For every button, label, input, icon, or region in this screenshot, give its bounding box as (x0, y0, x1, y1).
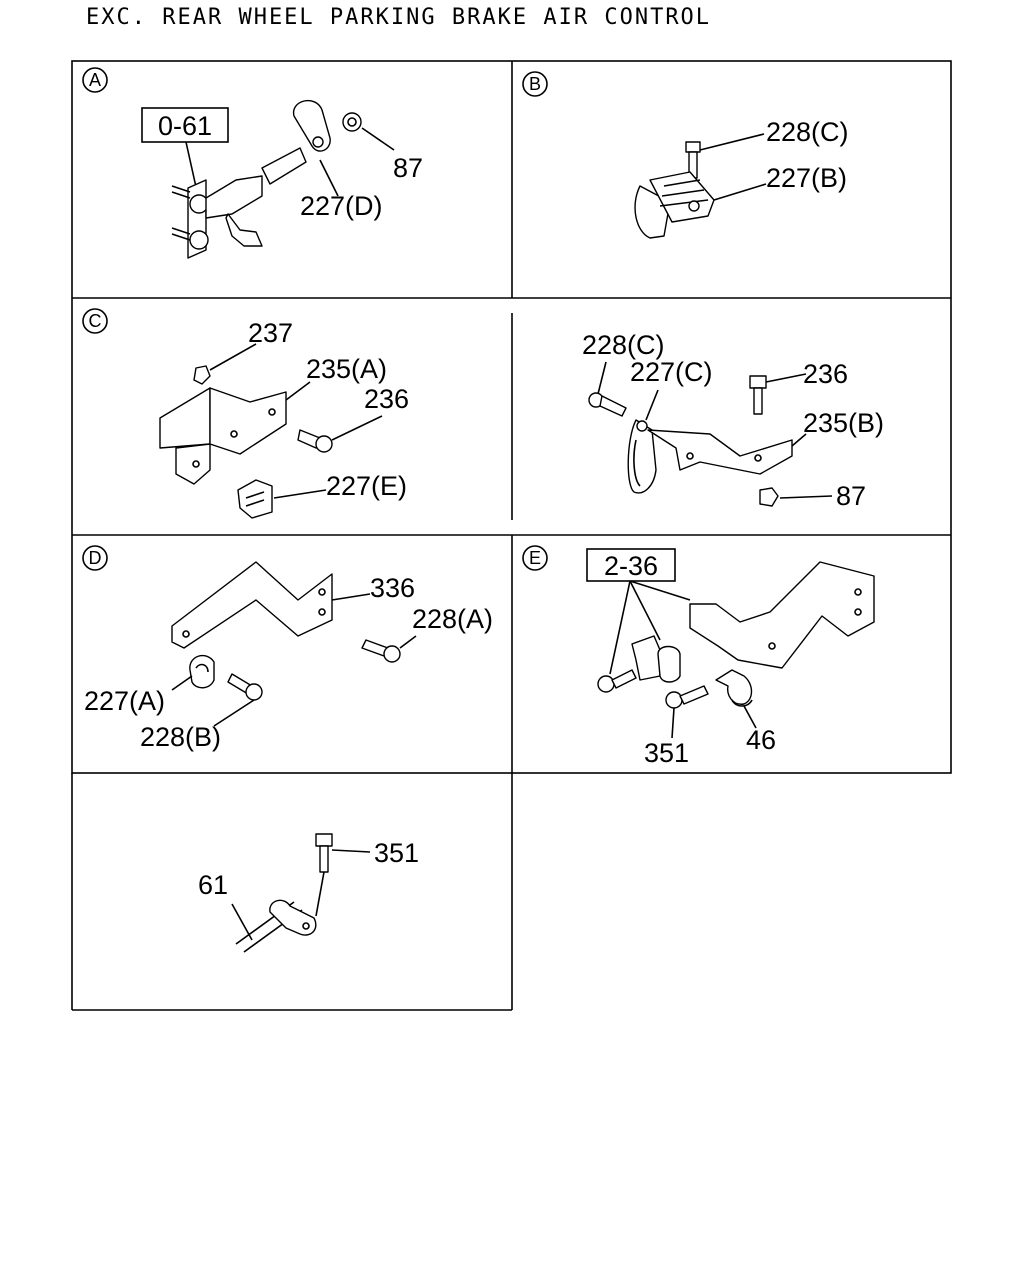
label-61: 61 (198, 870, 228, 900)
label-237: 237 (248, 318, 293, 348)
label-227d: 227(D) (300, 191, 383, 221)
label-351-f: 351 (374, 838, 419, 868)
label-351-e: 351 (644, 738, 689, 768)
label-46: 46 (746, 725, 776, 755)
label-87: 87 (393, 153, 423, 183)
label-87-c: 87 (836, 481, 866, 511)
panel-c-right: 228(C) 227(C) 235(B) 236 87 (582, 330, 884, 511)
panel-a-ref-label: 0-61 (158, 111, 212, 141)
label-235a: 235(A) (306, 354, 387, 384)
panel-e-ref-label: 2-36 (604, 551, 658, 581)
panel-d-letter: D (89, 548, 102, 568)
label-227c: 227(C) (630, 357, 713, 387)
panel-b-letter: B (529, 74, 541, 94)
panel-c-left: C 237 235(A) 236 227(E) (82, 308, 409, 519)
label-228a: 228(A) (412, 604, 493, 634)
panel-c-letter: C (89, 311, 102, 331)
diagram-title: EXC. REAR WHEEL PARKING BRAKE AIR CONTRO… (86, 5, 711, 30)
label-228b: 228(B) (140, 722, 221, 752)
panel-a-letter: A (89, 70, 101, 90)
panel-e: E 2-36 351 46 (522, 545, 875, 768)
panel-grid (71, 60, 952, 1011)
label-227a: 227(A) (84, 686, 165, 716)
panel-e-letter: E (529, 548, 541, 568)
label-235b: 235(B) (803, 408, 884, 438)
panel-d: D 336 228(A) 227(A) 228(B) (82, 545, 493, 752)
panel-a-ref-box (141, 107, 229, 143)
label-228c-b: 228(C) (766, 117, 849, 147)
label-227b: 227(B) (766, 163, 847, 193)
panel-b: B 228(C) 227(B) (522, 71, 849, 239)
panel-f: 61 351 (198, 833, 419, 953)
label-336: 336 (370, 573, 415, 603)
panel-a: A 0-61 87 227(D) (82, 67, 423, 259)
label-236-cr: 236 (803, 359, 848, 389)
label-227e: 227(E) (326, 471, 407, 501)
label-228c-c: 228(C) (582, 330, 665, 360)
label-236-c: 236 (364, 384, 409, 414)
